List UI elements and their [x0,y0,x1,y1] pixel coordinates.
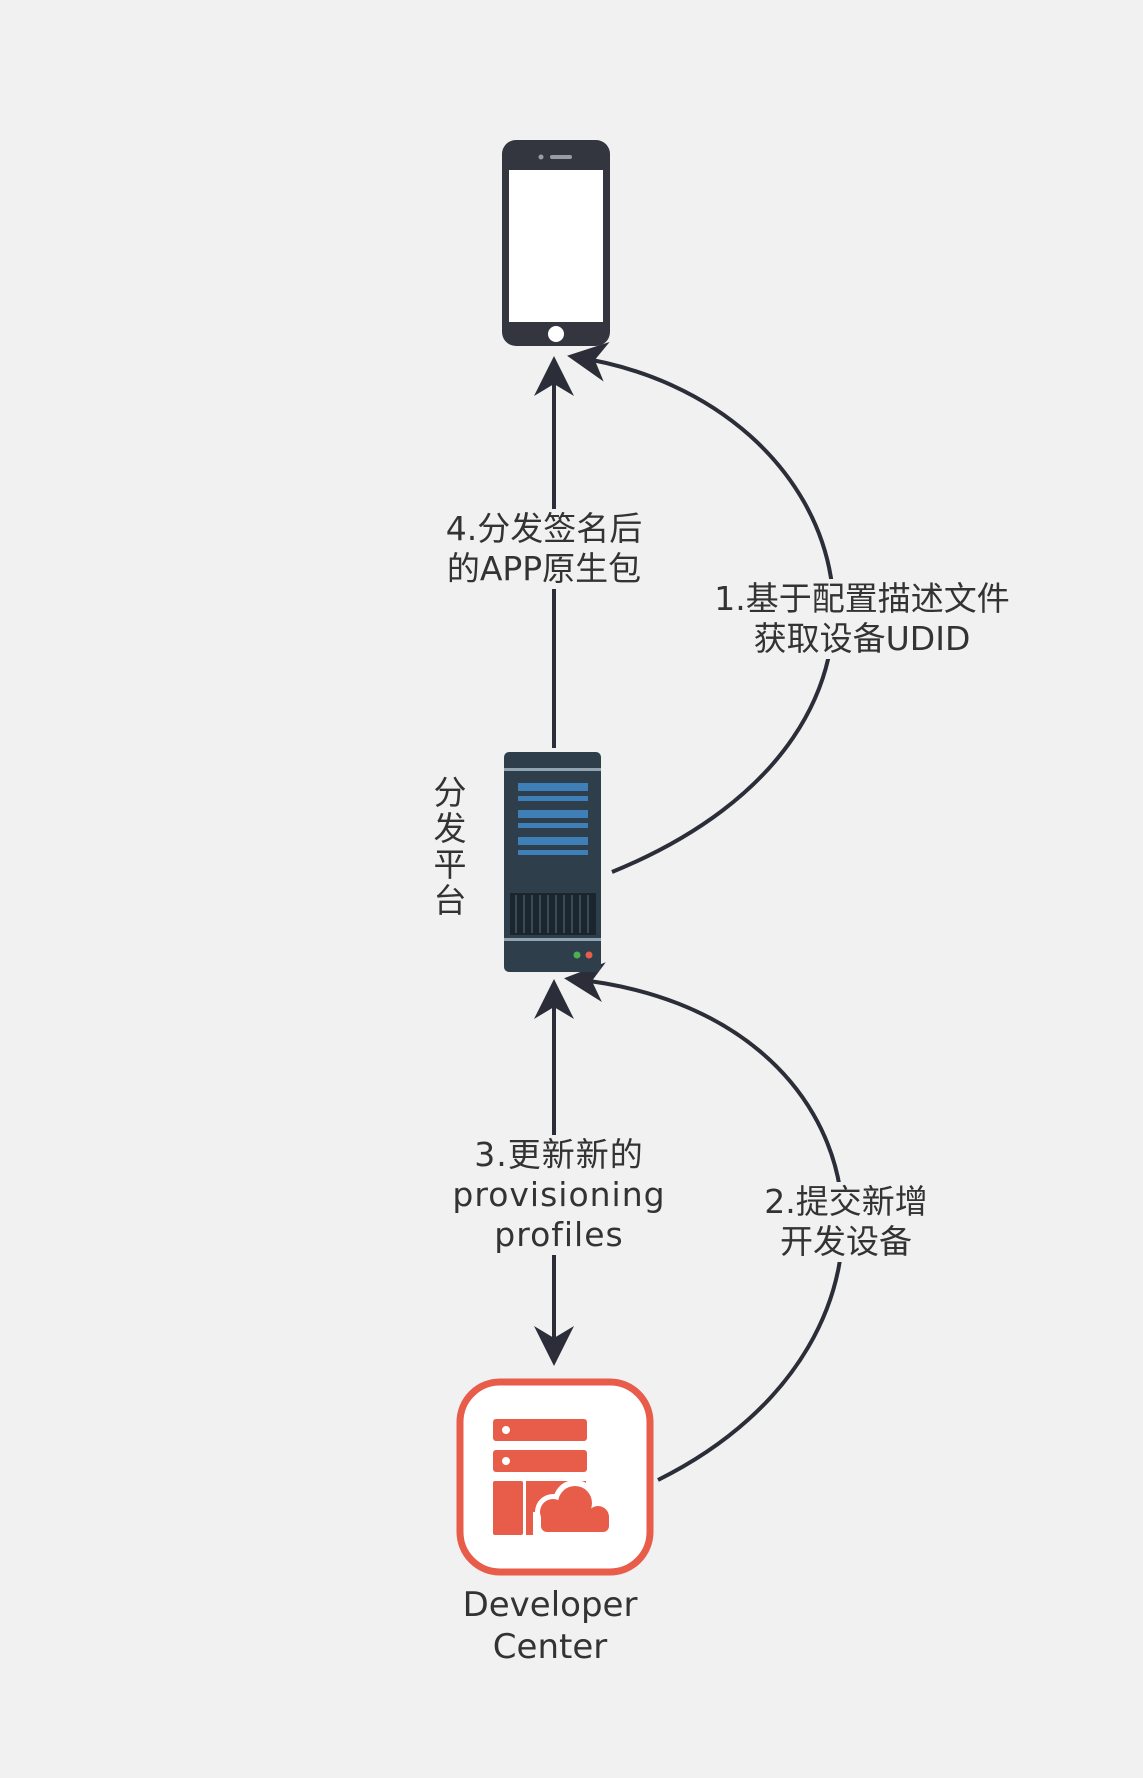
edge-step1-label-line1: 1.基于配置描述文件 [714,579,1010,618]
edge-step4-label: 4.分发签名后 的APP原生包 [431,509,657,589]
platform-label-char: 平 [433,845,467,884]
edge-step3-label-line3: profiles [494,1215,624,1254]
edge-step3-label-line1: 3.更新新的 [474,1135,644,1174]
edge-step1-label: 1.基于配置描述文件 获取设备UDID [697,579,1027,659]
edge-step2-label-line2: 开发设备 [780,1222,912,1261]
edge-step1-label-line2: 获取设备UDID [753,619,971,658]
platform-label: 分 发 平 台 [430,775,470,919]
platform-label-char: 发 [433,809,467,848]
mobile-phone-icon [502,140,610,346]
edge-step2-label: 2.提交新增 开发设备 [748,1182,944,1262]
edge-step3-label-line2: provisioning [452,1175,666,1214]
edge-step2-label-line1: 2.提交新增 [764,1182,928,1221]
edge-step1-curve [567,342,836,874]
edge-step4-label-line2: 的APP原生包 [446,549,642,588]
developer-center-label-line2: Center [492,1627,608,1667]
platform-label-char: 分 [433,773,467,812]
platform-label-char: 台 [433,881,467,920]
developer-center-label-line1: Developer [462,1585,638,1625]
server-icon [504,752,601,972]
developer-center-label: Developer Center [430,1584,670,1668]
developer-center-icon [456,1378,654,1576]
edge-step3-label: 3.更新新的 provisioning profiles [438,1135,680,1255]
edge-step4-label-line1: 4.分发签名后 [445,509,643,548]
